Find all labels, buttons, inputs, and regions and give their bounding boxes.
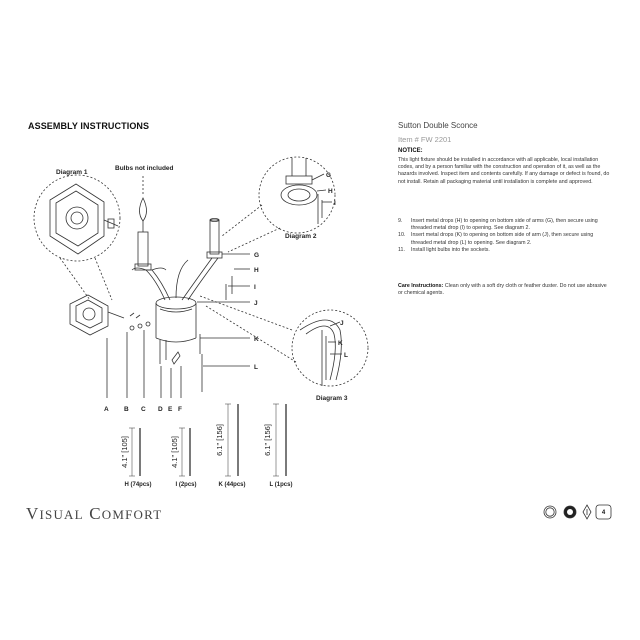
diamond-icon: [582, 504, 592, 520]
step-11: 11. Install light bulbs into the sockets…: [398, 247, 612, 254]
right-candle: [206, 218, 223, 259]
page-number: 4: [602, 510, 606, 516]
part-i-drawing: [179, 427, 191, 477]
letter-f: F: [178, 406, 182, 413]
callout-l: L: [254, 364, 258, 371]
steps-list: 9. Insert metal drops (H) to opening on …: [398, 218, 612, 254]
d2-callout-h: H: [328, 188, 333, 195]
diagram-1-label: Diagram 1: [56, 169, 88, 176]
wall-bracket-a: [69, 294, 125, 336]
diagram-3-circle: [291, 309, 369, 387]
d3-callout-j: J: [340, 320, 344, 327]
etl-listed-icon: [543, 505, 557, 519]
diagram-3-label: Diagram 3: [316, 395, 348, 402]
callout-h: H: [254, 267, 259, 274]
part-h-label: H (74pcs): [124, 482, 151, 488]
diagram-2-label: Diagram 2: [285, 233, 317, 240]
part-l-drawing: [273, 403, 287, 477]
part-l-dimension: 6.1" [156]: [263, 424, 272, 456]
letter-c: C: [141, 406, 146, 413]
step-text: Install light bulbs into the sockets.: [411, 246, 490, 253]
step-number: 11.: [398, 246, 405, 253]
step-text: Insert metal drops (H) to opening on bot…: [411, 218, 598, 232]
brand-word-isual: ISUAL: [39, 507, 84, 522]
d3-callout-k: K: [338, 340, 343, 347]
notice-heading: NOTICE:: [398, 148, 423, 154]
wall-plate-closeup: [49, 183, 119, 255]
socket-closeup: [280, 158, 332, 224]
callout-j: J: [254, 300, 258, 307]
part-k-label: K (44pcs): [218, 482, 245, 488]
notice-text: This light fixture should be installed i…: [398, 157, 610, 185]
d2-callout-i: I: [334, 200, 336, 207]
canopy: [155, 296, 197, 343]
step-number: 10.: [398, 232, 406, 239]
certification-badges: 4: [543, 504, 612, 520]
d2-callout-g: G: [326, 172, 331, 179]
brand-word-omfort: OMFORT: [101, 507, 163, 522]
product-name: Sutton Double Sconce: [398, 121, 478, 130]
callout-i: I: [254, 284, 256, 291]
step-number: 9.: [398, 218, 403, 224]
callout-k: K: [254, 336, 259, 343]
screws-b-c: [129, 312, 151, 331]
letter-e: E: [168, 406, 173, 413]
part-h-dimension: 4.1" [105]: [120, 436, 129, 468]
step-10: 10. Insert metal drops (K) to opening on…: [398, 232, 612, 246]
d3-callout-l: L: [344, 352, 348, 359]
assembly-diagram: Bulbs not included Diagram 1 Diagram 2 D…: [33, 156, 369, 488]
care-label: Care Instructions:: [398, 283, 444, 289]
part-l-label: L (1pcs): [270, 482, 293, 488]
diagram-2-circle: [258, 156, 336, 234]
letter-a: A: [104, 406, 109, 413]
left-candle: [134, 176, 152, 271]
item-number: Item # FW 2201: [398, 135, 452, 144]
step-text: Insert metal drops (K) to opening on bot…: [411, 232, 594, 246]
bulbs-note: Bulbs not included: [115, 165, 174, 172]
arm-closeup: [299, 319, 342, 386]
brand-initial-c: C: [89, 504, 102, 523]
part-h-drawing: [129, 427, 141, 477]
letter-d: D: [158, 406, 163, 413]
part-k-dimension: 6.1" [156]: [215, 424, 224, 456]
part-k-drawing: [225, 403, 239, 477]
step-9: 9. Insert metal drops (H) to opening on …: [398, 218, 612, 232]
care-instructions: Care Instructions: Clean only with a sof…: [398, 283, 612, 297]
part-i-label: I (2pcs): [175, 482, 196, 488]
part-i-dimension: 4.1" [105]: [170, 436, 179, 468]
page-number-box: [595, 504, 612, 520]
brand-logo: VISUAL COMFORT: [26, 504, 162, 524]
callout-g: G: [254, 252, 259, 259]
letter-b: B: [124, 406, 129, 413]
care-text: Clean only with a soft dry cloth or feat…: [398, 283, 607, 297]
page-heading: ASSEMBLY INSTRUCTIONS: [28, 121, 150, 131]
diagram-1-circle: [33, 174, 121, 262]
brand-initial-v: V: [26, 504, 40, 523]
